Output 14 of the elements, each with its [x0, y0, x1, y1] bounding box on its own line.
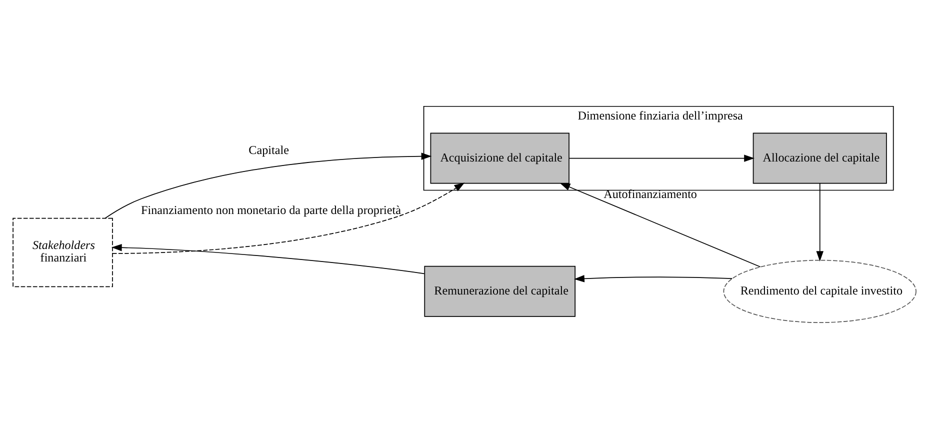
- edge-label: Capitale: [248, 142, 289, 157]
- node-ellipse: Rendimento del capitale investito: [723, 259, 916, 322]
- arrow: [112, 182, 465, 254]
- node-box: Acquisizione del capitale: [430, 132, 570, 184]
- arrow: [574, 274, 733, 282]
- arrow: [560, 182, 761, 267]
- edge-label: Finanziamento non monetario da parte della proprietà: [141, 202, 401, 216]
- node-box: Stakeholders finanziari: [12, 217, 113, 287]
- node-box: Allocazione del capitale: [752, 132, 887, 184]
- node-box: Remunerazione del capitale: [424, 265, 576, 316]
- arrow: [104, 152, 432, 218]
- arrow: [111, 243, 425, 274]
- arrow: [568, 154, 754, 162]
- arrow: [816, 182, 824, 262]
